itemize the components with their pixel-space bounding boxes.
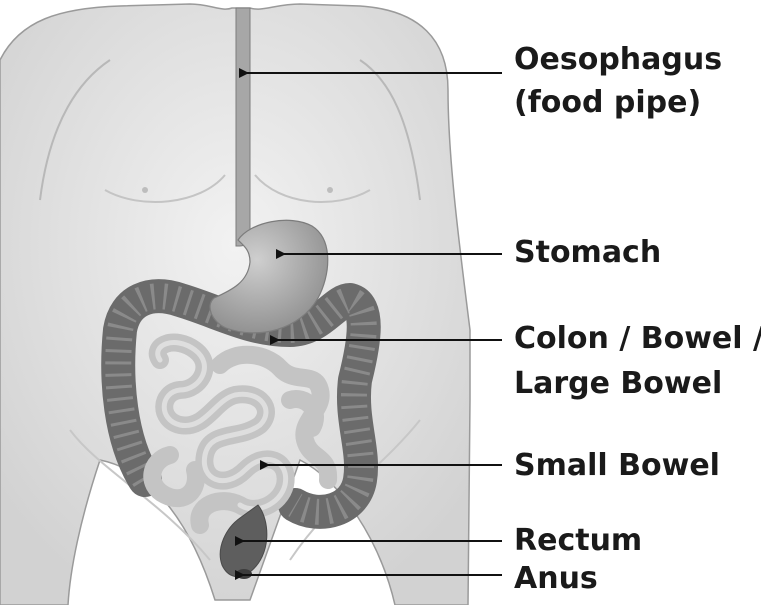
- colon-label-line1: Colon / Bowel /: [514, 321, 761, 356]
- rectum-label: Rectum: [514, 523, 642, 558]
- colon-label-line2: Large Bowel: [514, 366, 722, 401]
- right-nipple: [327, 187, 333, 193]
- stomach-label: Stomach: [514, 235, 661, 270]
- small-bowel-label: Small Bowel: [514, 448, 720, 483]
- oesophagus-sub-label: (food pipe): [514, 85, 701, 120]
- anus-label: Anus: [514, 561, 598, 596]
- oesophagus-label: Oesophagus: [514, 42, 722, 77]
- oesophagus-organ: [236, 8, 250, 246]
- left-nipple: [142, 187, 148, 193]
